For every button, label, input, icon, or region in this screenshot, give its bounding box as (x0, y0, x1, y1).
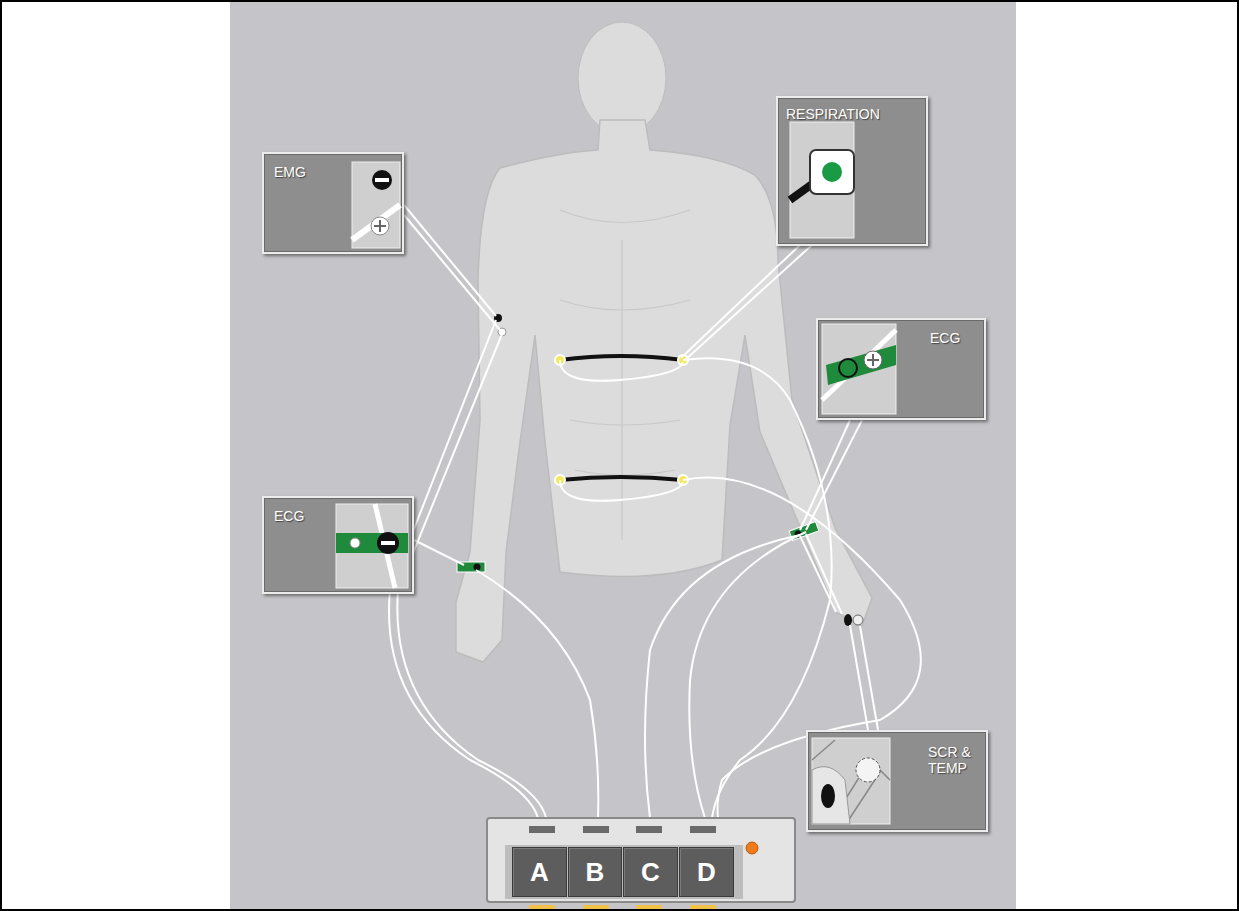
channel-key: A (512, 847, 567, 897)
channel-key: D (679, 847, 734, 897)
wires (389, 205, 921, 818)
callout-title: SCR & TEMP (928, 744, 982, 776)
respiration-inset (790, 122, 854, 238)
channel-letter: A (530, 857, 549, 888)
ecg-left-inset (336, 504, 408, 588)
channel-letter: C (641, 857, 660, 888)
channel-key: B (568, 847, 622, 897)
electrodes (457, 314, 863, 626)
ecg-right-inset (822, 324, 896, 414)
device (487, 818, 795, 909)
respiration-belts (555, 355, 688, 485)
channel-letter: D (697, 857, 716, 888)
channel-key: C (623, 847, 678, 897)
background-panel (230, 0, 1016, 911)
callout-title: ECG (274, 508, 334, 524)
callout-title: EMG (274, 164, 354, 180)
scr-temp-inset (812, 738, 890, 824)
callout-title: RESPIRATION (786, 106, 922, 122)
channel-letter: B (586, 857, 605, 888)
emg-inset (352, 162, 400, 248)
callout-title: ECG (930, 330, 980, 346)
